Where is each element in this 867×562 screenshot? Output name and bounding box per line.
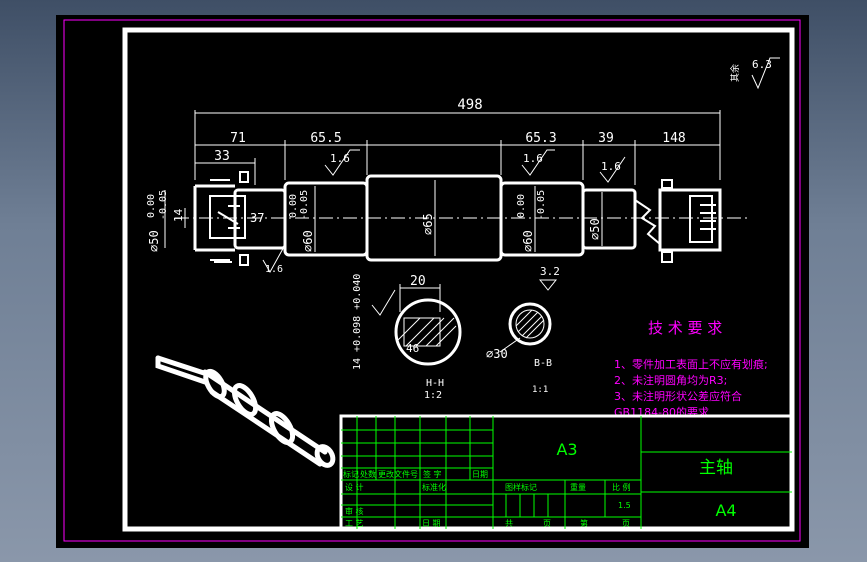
title-block: A3 主轴 A4 标记 处数 更改文件号 签 字 日期 设 计 标准化 图样标记… [339,414,794,531]
label-page-1: 页 [543,519,551,528]
dim-dia60-right: ⌀60 [521,230,535,252]
label-process: 工 艺 [345,519,364,528]
dim-33: 33 [214,149,230,164]
dim-39: 39 [598,131,614,146]
dim-dia30: ⌀30 [486,347,508,361]
drawing-sheet: 498 71 65.5 65.3 39 148 33 1.6 1.6 1.6 1… [56,15,809,548]
label-design: 设 计 [345,482,364,492]
dim-71: 71 [230,131,246,146]
shaft-segment-50-right [581,188,637,250]
label-total: 共 [505,519,513,528]
keyway-tolerance: 14 +0.098 +0.040 [352,274,363,370]
label-date-top: 日期 [472,470,488,479]
dim-dia65: ⌀65 [421,213,435,235]
tech-item-3: 3、未注明形状公差应符合 [614,389,742,403]
tol-upper-60r: 0.00 [516,194,527,218]
label-date: 日 期 [422,519,441,528]
dim-20: 20 [410,274,426,289]
tol-lower-60: -0.05 [299,190,310,220]
dim-148: 148 [662,131,685,146]
roughness-label-1: 1.6 [330,152,350,165]
section-bb-label: B-B [534,358,552,369]
label-weight: 重量 [570,482,586,492]
dim-65-5: 65.5 [310,131,341,146]
tol-lower-60r: -0.05 [536,190,547,220]
roughness-label-2: 1.6 [523,152,543,165]
label-standard: 标准化 [422,482,446,492]
rest-label: 其余 [729,64,741,82]
shaft-segment-50-left [233,188,287,250]
dim-dia50-right: ⌀50 [588,218,602,240]
cad-drawing: 498 71 65.5 65.3 39 148 33 1.6 1.6 1.6 1… [63,19,801,542]
section-hh-scale: 1:2 [424,390,442,401]
roughness-label-3-2: 3.2 [540,265,560,278]
section-b-b [499,302,552,353]
label-change-doc: 更改文件号 [378,469,418,479]
sheet-size-a4: A4 [715,501,736,520]
outer-frame [63,19,801,542]
dim-46: 46 [406,342,419,355]
roughness-label-3: 1.6 [601,160,621,173]
part-name: 主轴 [699,458,733,478]
dim-65-3: 65.3 [525,131,556,146]
label-signature: 签 字 [423,469,442,479]
label-sheet: 第 [580,518,588,528]
label-review: 审 核 [345,506,364,516]
break-line [634,199,661,245]
dim-37: 37 [250,211,264,225]
section-bb-scale: 1:1 [532,385,548,395]
shaft-front-view [193,171,722,266]
scale-value: 1.5 [618,501,631,510]
roughness-symbols [262,57,780,316]
section-hh-label: H-H [426,378,444,389]
label-ratio: 比 例 [612,482,631,492]
label-chushu: 处数 [360,469,376,479]
shaft-right-end [658,188,722,252]
tech-item-2: 2、未注明圆角均为R3; [614,373,727,387]
roughness-label-6-3: 6.3 [752,58,772,71]
tol-upper-left: 0.00 [146,194,157,218]
shaft-isometric-view [155,355,336,468]
tol-lower-left: -0.05 [158,190,169,220]
tech-title: 技 术 要 求 [648,319,722,337]
dimension-lines [164,110,721,256]
label-page-2: 页 [622,519,630,528]
label-stage: 图样标记 [505,482,537,492]
dim-dia50-left: ⌀50 [147,230,161,252]
sheet-size-a3: A3 [556,440,577,459]
dim-overall-length: 498 [457,97,482,113]
shaft-segment-60-left [283,181,369,257]
label-biaoji: 标记 [343,469,359,479]
tol-upper-60: 0.00 [288,194,299,218]
dim-14: 14 [172,208,185,222]
section-h-h [394,284,462,366]
dim-dia60-left: ⌀60 [301,230,315,252]
tech-item-1: 1、零件加工表面上不应有划痕; [614,357,768,371]
roughness-label-4: 1.6 [265,264,283,275]
